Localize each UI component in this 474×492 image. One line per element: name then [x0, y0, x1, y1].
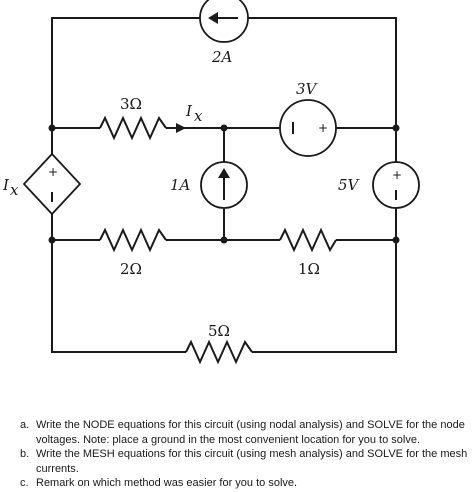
label-vsource-3v: 3V: [296, 80, 319, 98]
arrow-left-icon: [208, 12, 238, 24]
circuit-diagram: + + + 2A 3Ω I x 3V I x 1A 5V 2Ω 1Ω 5Ω: [2, 0, 420, 365]
diamond-icon: [22, 152, 82, 216]
question-letter: b.: [20, 448, 30, 460]
current-source-1a: [200, 161, 248, 209]
question-a: a. Write the NODE equations for this cir…: [16, 418, 468, 447]
resistor-3-ohm: [99, 115, 167, 141]
resistor-1-ohm: [279, 227, 337, 253]
resistor-zigzag-icon: [99, 115, 167, 141]
label-resistor-3: 3Ω: [120, 95, 142, 113]
dependent-voltage-source: +: [22, 152, 82, 216]
junction-nodes: [48, 124, 400, 244]
resistor-zigzag-icon: [279, 227, 337, 253]
resistor-zigzag-icon: [99, 227, 167, 253]
question-text: Remark on which method was easier for yo…: [36, 477, 298, 489]
label-vsource-5v: 5V: [338, 176, 361, 194]
label-resistor-2: 2Ω: [120, 260, 142, 278]
arrow-up-icon: [218, 168, 230, 200]
question-letter: a.: [20, 419, 30, 431]
question-list: a. Write the NODE equations for this cir…: [16, 418, 468, 491]
label-current-ix-subscript: x: [194, 107, 203, 125]
plus-sign: +: [392, 168, 402, 182]
question-letter: c.: [20, 477, 29, 489]
label-current-1a: 1A: [170, 176, 191, 194]
question-text: Write the MESH equations for this circui…: [36, 448, 468, 475]
question-c: c. Remark on which method was easier for…: [16, 476, 468, 491]
question-text: Write the NODE equations for this circui…: [36, 419, 465, 446]
label-resistor-5: 5Ω: [208, 322, 230, 340]
voltage-source-5v: +: [372, 161, 420, 209]
resistor-zigzag-icon: [185, 339, 253, 365]
question-b: b. Write the MESH equations for this cir…: [16, 447, 468, 476]
resistor-5-ohm: [185, 339, 253, 365]
voltage-source-icon: [372, 161, 420, 209]
label-current-ix: I: [185, 102, 193, 120]
label-dependent-source-subscript: x: [10, 181, 19, 199]
plus-sign: +: [48, 165, 58, 179]
label-dependent-source: I: [2, 176, 10, 194]
voltage-source-icon: [279, 99, 337, 157]
label-resistor-1: 1Ω: [298, 260, 320, 278]
plus-sign: +: [318, 121, 328, 135]
label-current-2a: 2A: [211, 48, 233, 66]
resistor-2-ohm: [99, 227, 167, 253]
voltage-source-3v: +: [279, 99, 337, 157]
current-source-2a: [199, 0, 249, 43]
